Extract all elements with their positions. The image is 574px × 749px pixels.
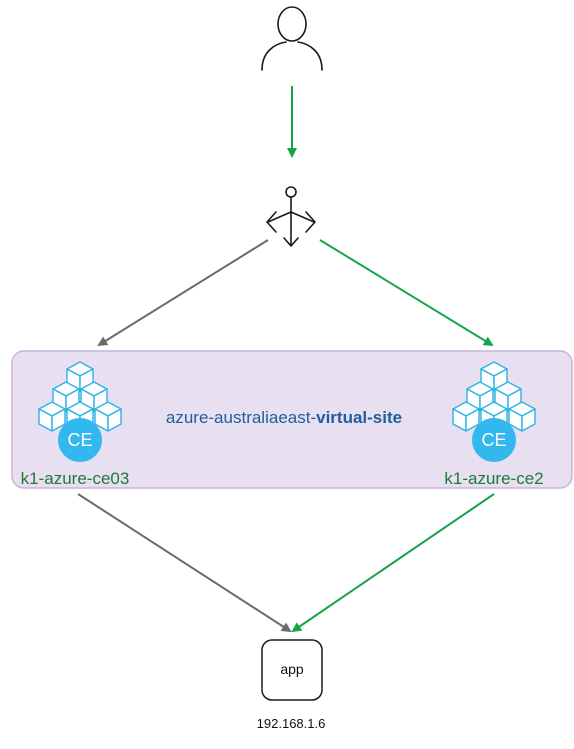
ce-badge-left-text: CE [67,430,92,450]
lb-to-ce2-arrow [319,239,494,347]
user-icon [261,6,323,71]
virtual-site-label: azure-australiaeast-virtual-site [166,408,402,427]
ce-node-right-label: k1-azure-ce2 [444,469,543,488]
lb-to-ce03-arrow [97,239,269,347]
app-label: app [280,661,304,677]
app-ip-address: 192.168.1.6 [257,716,326,731]
virtual-site-container [11,350,573,489]
ce-badge-right [472,418,516,462]
site-name-bold: virtual-site [316,408,402,427]
ce03-to-app-arrow [77,493,292,633]
ce-node-left-label: k1-azure-ce03 [21,469,130,488]
ce2-to-app-arrow [291,493,495,633]
load-balancer-icon [266,186,316,247]
ce-badge-left [58,418,102,462]
ce-badge-right-text: CE [481,430,506,450]
ce-node-left: CE k1-azure-ce03 [21,362,130,488]
ce-node-right: CE k1-azure-ce2 [444,362,544,488]
site-name-prefix: azure-australiaeast- [166,408,316,427]
app-node [261,639,323,701]
